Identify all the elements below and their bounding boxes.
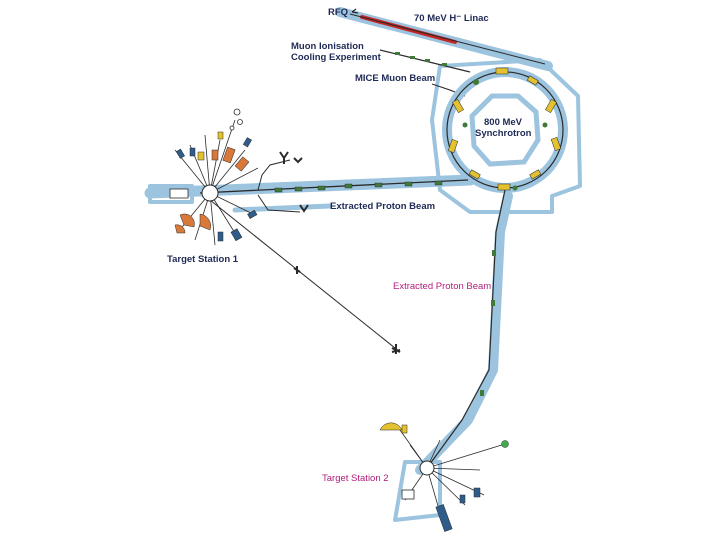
ts2-beamline bbox=[426, 189, 506, 469]
target-station-2-label: Target Station 2 bbox=[322, 473, 389, 484]
ts1-beam-tunnel-lower bbox=[232, 203, 333, 213]
rfq-arrow bbox=[351, 8, 359, 14]
target-station-1-hub bbox=[174, 119, 259, 246]
ts1-long-beamline bbox=[209, 199, 401, 353]
extracted-proton-beam-label-ts2: Extracted Proton Beam bbox=[393, 281, 492, 292]
ts2-long-instrument bbox=[435, 504, 453, 532]
target-station-2-hub bbox=[379, 422, 509, 532]
beam-tunnels bbox=[144, 7, 582, 522]
ts1-beamline bbox=[199, 151, 469, 354]
linac bbox=[349, 8, 546, 65]
mice-muon-beam-label: MICE Muon Beam bbox=[355, 73, 436, 84]
synchrotron-label-line1: 800 MeV bbox=[484, 117, 523, 128]
synchrotron-hall bbox=[430, 58, 582, 214]
ts2-beam-tunnel bbox=[415, 191, 513, 475]
extracted-proton-beam-label-ts1: Extracted Proton Beam bbox=[330, 201, 436, 212]
linac-label: 70 MeV H⁻ Linac bbox=[414, 13, 489, 24]
linac-line bbox=[349, 13, 546, 65]
synchrotron-label-line2: Synchrotron bbox=[475, 128, 532, 139]
rfq-label: RFQ bbox=[328, 7, 349, 18]
instrument-cluster bbox=[169, 108, 258, 242]
synchrotron-inner-octagon bbox=[469, 93, 541, 167]
ts1-building bbox=[148, 184, 194, 204]
detector-dish bbox=[379, 422, 403, 431]
muon-cooling-label-line1: Muon Ionisation bbox=[291, 41, 364, 52]
ts2-green-detector bbox=[501, 440, 509, 448]
muon-cooling-label-line2: Cooling Experiment bbox=[291, 52, 381, 63]
target-station-1-label: Target Station 1 bbox=[167, 254, 239, 265]
synchrotron-ring bbox=[442, 67, 568, 193]
